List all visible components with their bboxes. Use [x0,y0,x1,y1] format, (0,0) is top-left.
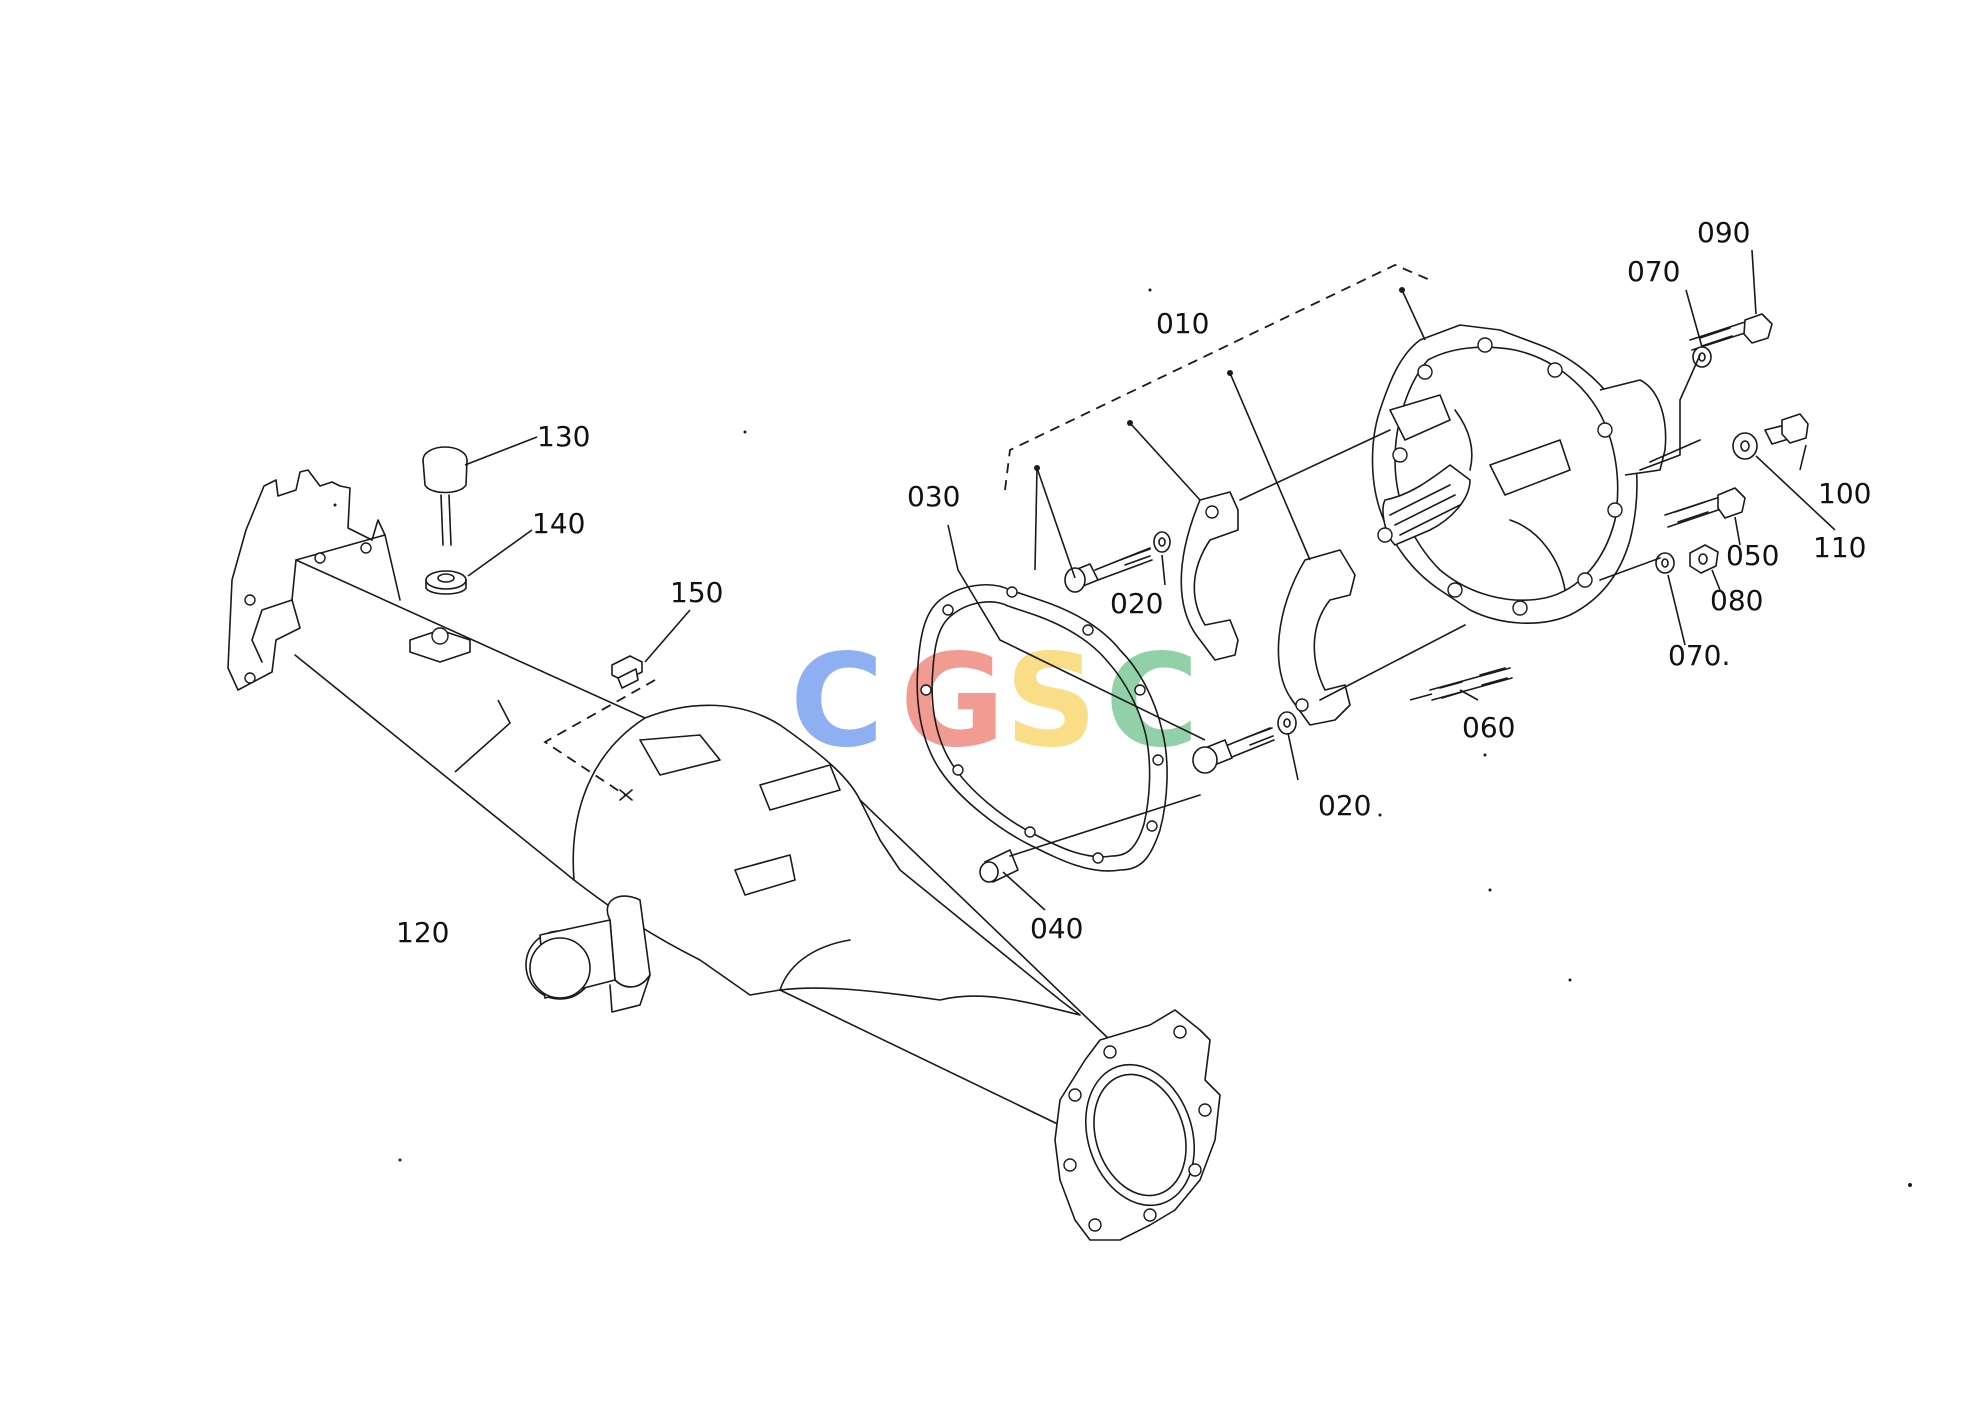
callout-020-upper: 020 [1110,587,1163,620]
callout-050: 050 [1726,539,1779,572]
callout-070-top: 070 [1627,255,1680,288]
plug-100 [1764,413,1809,445]
nut-080 [1689,544,1719,574]
callout-020-lower: 020 [1318,789,1371,822]
watermark-letter-c2: C [1105,627,1199,776]
dipstick-130 [422,446,468,546]
gasket-030 [916,584,1168,872]
callout-090: 090 [1697,216,1750,249]
bolt-090 [1689,313,1773,351]
bearing-cap-left [1180,491,1239,661]
stud-060 [1409,667,1513,701]
callout-040: 040 [1030,912,1083,945]
callout-070-lower: 070. [1668,639,1730,672]
dowel-040 [979,849,1019,883]
right-flange [1054,1009,1221,1241]
callout-150: 150 [670,576,723,609]
washer-110 [1732,432,1758,460]
washer-140 [425,570,467,595]
washer-070-lower [1655,552,1675,574]
plug-150 [611,655,643,689]
callout-010: 010 [1156,307,1209,340]
left-flange [227,469,386,691]
callout-080: 080 [1710,584,1763,617]
cgsc-watermark: C G S C [790,627,1199,776]
carrier-cover-010 [1371,324,1667,624]
watermark-letter-g: G [900,627,1005,776]
callout-030: 030 [907,480,960,513]
axle-housing-120 [227,469,1221,1241]
callout-130: 130 [537,420,590,453]
callout-120: 120 [396,916,449,949]
bolt-020-upper [1064,547,1153,593]
callout-140: 140 [532,507,585,540]
bolt-050 [1664,487,1746,528]
watermark-letter-s: S [1005,627,1097,776]
washer-020-upper [1153,531,1171,553]
assembly-outline-010 [1004,264,1431,491]
callout-110: 110 [1813,531,1866,564]
callout-060: 060 [1462,711,1515,744]
callout-100: 100 [1818,477,1871,510]
center-housing [572,704,1081,1016]
washer-020-lower [1277,711,1297,735]
bolt-020-lower [1192,727,1275,774]
bearing-cap-right [1277,549,1356,726]
